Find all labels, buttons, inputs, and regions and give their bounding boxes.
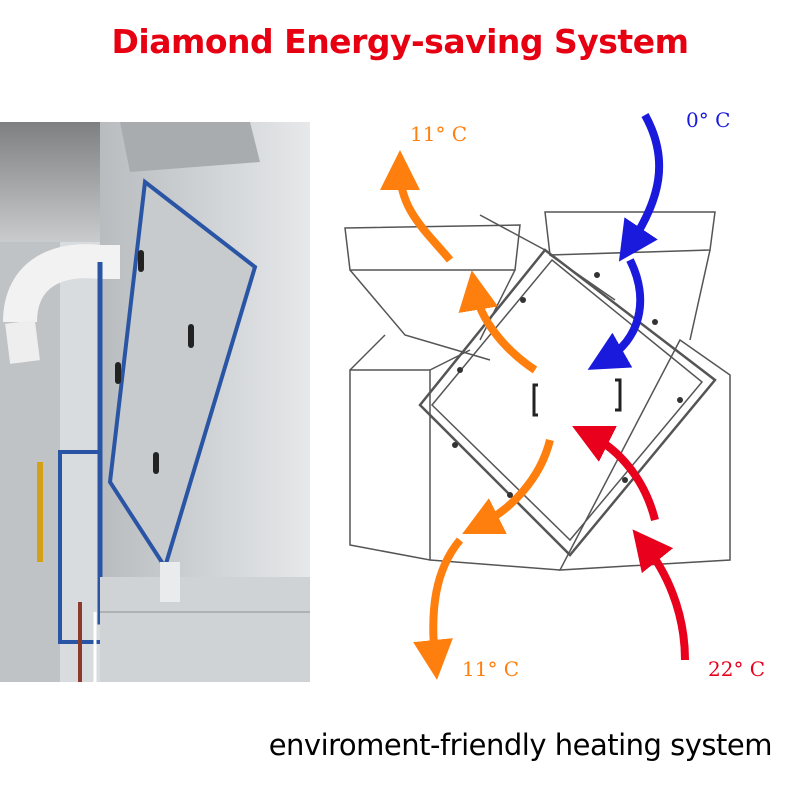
page-subtitle: enviroment-friendly heating system [268, 728, 773, 762]
temp-label-exhaust-top: 11° C [410, 122, 468, 146]
warm-air-out-arrow [413, 537, 464, 680]
warm-air-down-arrow [462, 438, 554, 534]
exhaust-through-arrow [458, 270, 538, 374]
cold-air-in-arrow [618, 113, 664, 262]
temp-label-fresh-in: 0° C [686, 108, 731, 132]
exchanger-outline [344, 211, 731, 571]
hot-air-through-arrow [572, 426, 659, 521]
cold-air-through-arrow [587, 258, 645, 370]
temp-label-return-in: 22° C [708, 657, 766, 681]
page-title: Diamond Energy-saving System [111, 22, 689, 61]
hot-air-in-arrow [632, 529, 689, 661]
exhaust-up-arrow [380, 150, 454, 263]
temp-label-exhaust-bottom: 11° C [462, 657, 520, 681]
heat-exchanger-diagram [344, 113, 731, 680]
unit-photo [0, 122, 310, 682]
